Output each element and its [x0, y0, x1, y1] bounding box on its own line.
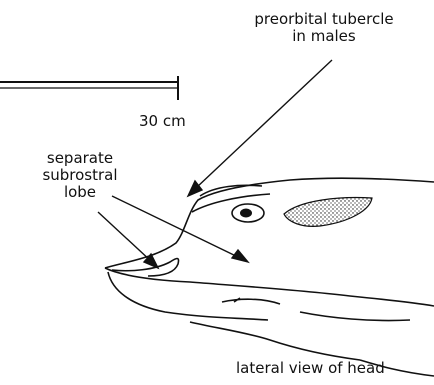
stippled-patch: [284, 198, 372, 227]
subrostral-label-line2: subrostral: [20, 167, 140, 184]
subrostral-label-line3: lobe: [20, 184, 140, 201]
preorbital-label: preorbital tubercle in males: [214, 11, 434, 45]
caption: lateral view of head: [236, 360, 385, 377]
scale-bar: [0, 76, 178, 100]
preorbital-label-line1: preorbital tubercle: [214, 11, 434, 28]
subrostral-label: separate subrostral lobe: [20, 150, 140, 201]
subrostral-label-line1: separate: [20, 150, 140, 167]
preorbital-label-line2: in males: [214, 28, 434, 45]
head-outline: [105, 178, 434, 376]
eye: [232, 204, 264, 222]
scale-label: 30 cm: [139, 113, 186, 130]
